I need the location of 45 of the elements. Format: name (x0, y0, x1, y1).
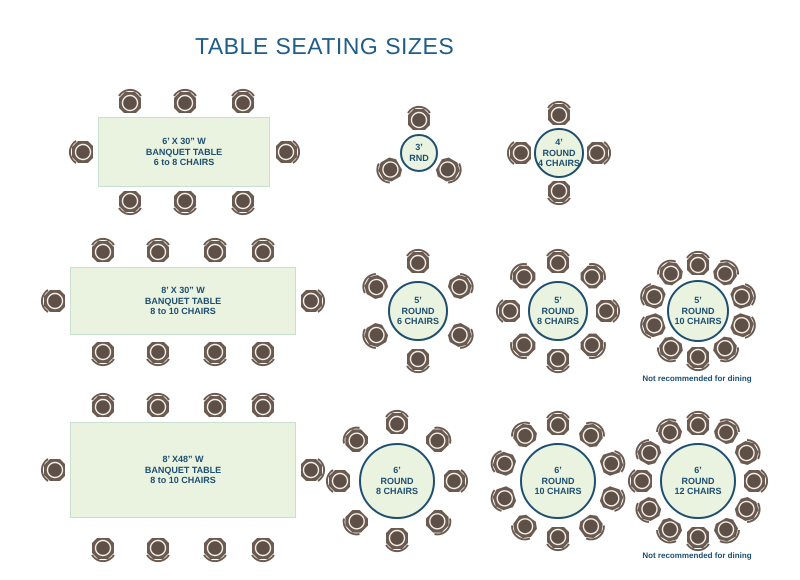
table-label: ROUND (682, 306, 714, 316)
table-label: 4’ (555, 136, 563, 148)
table-label: RND (409, 153, 429, 164)
table-label: 6 CHAIRS (396, 316, 439, 328)
table-label: 5’ (414, 294, 422, 306)
note-text: Not recommended for dining (642, 551, 752, 560)
table-label: 5’ (694, 294, 702, 306)
table-label: BANQUET TABLE (144, 296, 222, 306)
table-label: 5’ (554, 294, 562, 306)
round-table (400, 134, 438, 172)
table-label: 4 CHAIRS (538, 158, 580, 170)
table-label: 3’ (415, 142, 423, 153)
banquet-table (98, 117, 270, 187)
banquet-table (70, 267, 296, 335)
table-label: 6’ (393, 464, 401, 476)
diagram-title: TABLE SEATING SIZES (195, 33, 454, 60)
table-label: 8 CHAIRS (376, 486, 418, 498)
table-label: ROUND (542, 476, 574, 486)
table-label: ROUND (542, 148, 576, 158)
note-text: Not recommended for dining (642, 374, 752, 383)
table-label: 6’ (694, 464, 702, 476)
table-label: 8’ X48” W (162, 454, 204, 465)
table-label: BANQUET TABLE (144, 464, 222, 476)
table-label: ROUND (402, 306, 434, 316)
table-label: 6 to 8 CHAIRS (154, 157, 214, 168)
table-label: 8 to 10 CHAIRS (150, 306, 216, 318)
table-label: 8 to 10 CHAIRS (150, 475, 216, 486)
round-table (520, 443, 596, 519)
table-label: ROUND (682, 476, 714, 486)
table-label: 6’ X 30” W (162, 136, 206, 147)
round-table (359, 443, 435, 519)
round-table (528, 281, 588, 341)
table-label: 8 CHAIRS (536, 316, 579, 328)
round-table (660, 443, 736, 519)
table-label: 6’ (554, 464, 562, 476)
round-table (667, 280, 729, 342)
table-label: 10 CHAIRS (534, 486, 582, 498)
table-label: ROUND (380, 476, 414, 486)
round-table (534, 128, 584, 178)
table-label: BANQUET TABLE (146, 146, 222, 158)
table-label: 8’ X 30” W (161, 284, 205, 296)
table-label: ROUND (542, 306, 574, 316)
table-label: 12 CHAIRS (674, 486, 722, 498)
banquet-table (70, 422, 296, 518)
table-label: 10 CHAIRS (674, 316, 722, 328)
